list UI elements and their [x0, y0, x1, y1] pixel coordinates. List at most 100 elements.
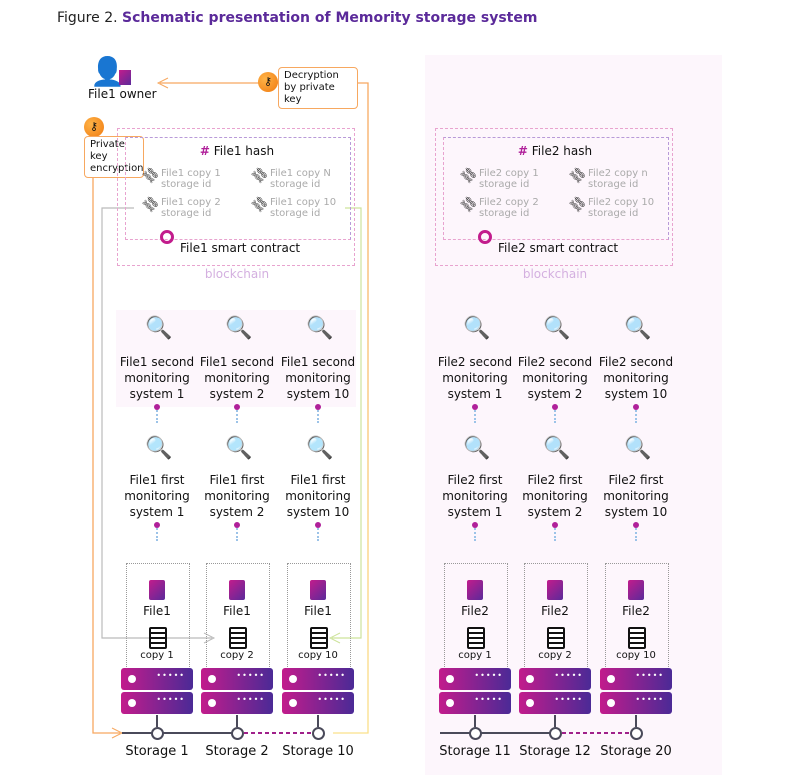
key-icon: ⚷	[258, 72, 278, 92]
storage-id-label: File2 copy 10 storage id	[588, 197, 655, 219]
copy-label: copy 1	[140, 650, 174, 661]
file-label: File1	[304, 604, 332, 618]
flow-arrow	[317, 525, 319, 541]
flow-dot	[154, 522, 160, 528]
flow-arrow	[554, 407, 556, 423]
storage-id-label: File1 copy 2 storage id	[161, 197, 221, 219]
storage-id-label: File2 copy 2 storage id	[479, 197, 539, 219]
storage-node[interactable]	[469, 727, 482, 740]
monitoring-magnifier-icon: 🔍	[145, 436, 173, 461]
copy-label: copy 10	[616, 650, 656, 661]
monitoring-magnifier-icon: 🔍	[543, 316, 571, 341]
ribbon-icon	[478, 230, 492, 244]
server-stem	[635, 715, 637, 727]
original-file-icon	[628, 580, 644, 600]
hash-icon: #	[199, 144, 210, 158]
file-label: File1	[143, 604, 171, 618]
storage-node[interactable]	[151, 727, 164, 740]
monitoring-magnifier-icon: 🔍	[225, 316, 253, 341]
storage-label: Storage 11	[439, 744, 511, 759]
copy-label: copy 1	[458, 650, 492, 661]
first-monitoring-label: File1 first monitoring system 1	[124, 473, 190, 519]
copy-file-icon	[547, 627, 565, 649]
flow-arrow	[236, 407, 238, 423]
smart-contract-label: File1 smart contract	[180, 241, 301, 255]
flow-dot	[633, 522, 639, 528]
server-stem	[554, 715, 556, 727]
flow-dot	[234, 404, 240, 410]
flow-dot	[315, 522, 321, 528]
hash-box	[443, 137, 669, 240]
file-label: File2	[622, 604, 650, 618]
storage-label: Storage 20	[600, 744, 672, 759]
storage-id-label: File2 copy 1 storage id	[479, 168, 539, 190]
monitoring-magnifier-icon: 🔍	[306, 316, 334, 341]
second-monitoring-label: File2 second monitoring system 1	[437, 355, 513, 401]
flow-arrow	[474, 525, 476, 541]
flow-arrow	[236, 525, 238, 541]
flow-arrow	[474, 407, 476, 423]
flow-dot	[472, 404, 478, 410]
flow-dot	[552, 404, 558, 410]
figure-title-text: Schematic presentation of Memority stora…	[122, 10, 538, 26]
hash-box	[125, 137, 351, 240]
copy-file-icon	[628, 627, 646, 649]
storage-label: Storage 1	[125, 744, 189, 759]
copy-label: copy 2	[220, 650, 254, 661]
storage-label: Storage 12	[519, 744, 591, 759]
figure-title: Figure 2. Schematic presentation of Memo…	[57, 10, 537, 26]
flow-dot	[552, 522, 558, 528]
second-monitoring-label: File2 second monitoring system 2	[517, 355, 593, 401]
flow-dot	[315, 404, 321, 410]
second-monitoring-label: File1 second monitoring system 1	[119, 355, 195, 401]
server-icon	[121, 692, 193, 714]
server-icon	[121, 668, 193, 690]
flow-dot	[234, 522, 240, 528]
key-icon: ⚷	[84, 117, 104, 137]
copy-label: copy 2	[538, 650, 572, 661]
owner-label: File1 owner	[88, 87, 157, 101]
copy-file-icon	[229, 627, 247, 649]
server-icon	[600, 692, 672, 714]
flow-arrow	[554, 525, 556, 541]
storage-node[interactable]	[231, 727, 244, 740]
file-label: File2	[541, 604, 569, 618]
first-monitoring-label: File2 first monitoring system 1	[442, 473, 508, 519]
server-icon	[439, 692, 511, 714]
monitoring-magnifier-icon: 🔍	[463, 316, 491, 341]
blockchain-box	[117, 128, 355, 266]
server-icon	[201, 668, 273, 690]
flow-arrow	[635, 525, 637, 541]
first-monitoring-label: File2 first monitoring system 10	[603, 473, 669, 519]
monitoring-magnifier-icon: 🔍	[624, 316, 652, 341]
storage-node[interactable]	[630, 727, 643, 740]
storage-id-label: File1 copy 10 storage id	[270, 197, 337, 219]
storage-node[interactable]	[549, 727, 562, 740]
copy-label: copy 10	[298, 650, 338, 661]
storage-node[interactable]	[312, 727, 325, 740]
flow-dot	[472, 522, 478, 528]
flow-arrow	[156, 525, 158, 541]
second-monitoring-label: File2 second monitoring system 10	[598, 355, 674, 401]
encryption-callout: Private key encryption	[84, 136, 144, 178]
server-icon	[519, 692, 591, 714]
server-stem	[156, 715, 158, 727]
server-icon	[600, 668, 672, 690]
monitoring-magnifier-icon: 🔍	[225, 436, 253, 461]
hash-title: File1 hash	[213, 144, 275, 158]
smart-contract-label: File2 smart contract	[498, 241, 619, 255]
flow-dot	[154, 404, 160, 410]
ribbon-icon	[160, 230, 174, 244]
flow-arrow	[317, 407, 319, 423]
copy-file-icon	[149, 627, 167, 649]
server-stem	[236, 715, 238, 727]
flow-arrow	[156, 407, 158, 423]
hash-title: File2 hash	[531, 144, 593, 158]
blockchain-label: blockchain	[522, 267, 588, 281]
copy-file-icon	[310, 627, 328, 649]
storage-label: Storage 2	[205, 744, 269, 759]
monitoring-magnifier-icon: 🔍	[145, 316, 173, 341]
monitoring-magnifier-icon: 🔍	[306, 436, 334, 461]
monitoring-magnifier-icon: 🔍	[624, 436, 652, 461]
